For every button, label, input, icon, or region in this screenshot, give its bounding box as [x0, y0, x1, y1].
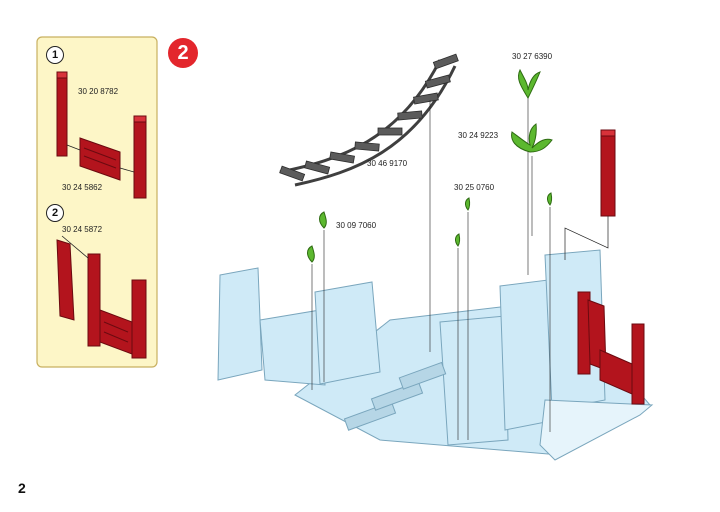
part-label-track: 30 46 9170 — [367, 159, 408, 168]
palm-bush — [511, 123, 553, 236]
sprout-c — [547, 192, 553, 432]
sprout-d — [319, 211, 327, 382]
sprout-a — [465, 197, 471, 440]
part-label-sprout-1: 30 25 0760 — [454, 183, 495, 192]
inset-post-left — [56, 71, 68, 157]
track-piece — [279, 53, 459, 187]
page-number: 2 — [18, 480, 26, 496]
part-label-fence: 30 24 5872 — [62, 225, 103, 234]
gate-assembly — [577, 129, 645, 405]
step-number-badge: 2 — [168, 38, 198, 68]
inset-gate-panel — [79, 137, 121, 181]
part-label-palm-tall: 30 27 6390 — [512, 52, 553, 61]
part-label-palm-bush: 30 24 9223 — [458, 131, 499, 140]
part-label-gate-panel: 30 24 5862 — [62, 183, 103, 192]
part-label-sprout-2: 30 09 7060 — [336, 221, 377, 230]
substep-1-number: 1 — [46, 46, 64, 64]
inset-post-right — [133, 115, 147, 199]
palm-tall — [517, 68, 541, 275]
rock-base — [217, 249, 654, 461]
sprout-e — [307, 245, 315, 390]
inset-fence-assembly — [56, 239, 147, 359]
part-label-post: 30 20 8782 — [78, 87, 119, 96]
substep-2-number: 2 — [46, 204, 64, 222]
sprout-b — [455, 233, 461, 440]
